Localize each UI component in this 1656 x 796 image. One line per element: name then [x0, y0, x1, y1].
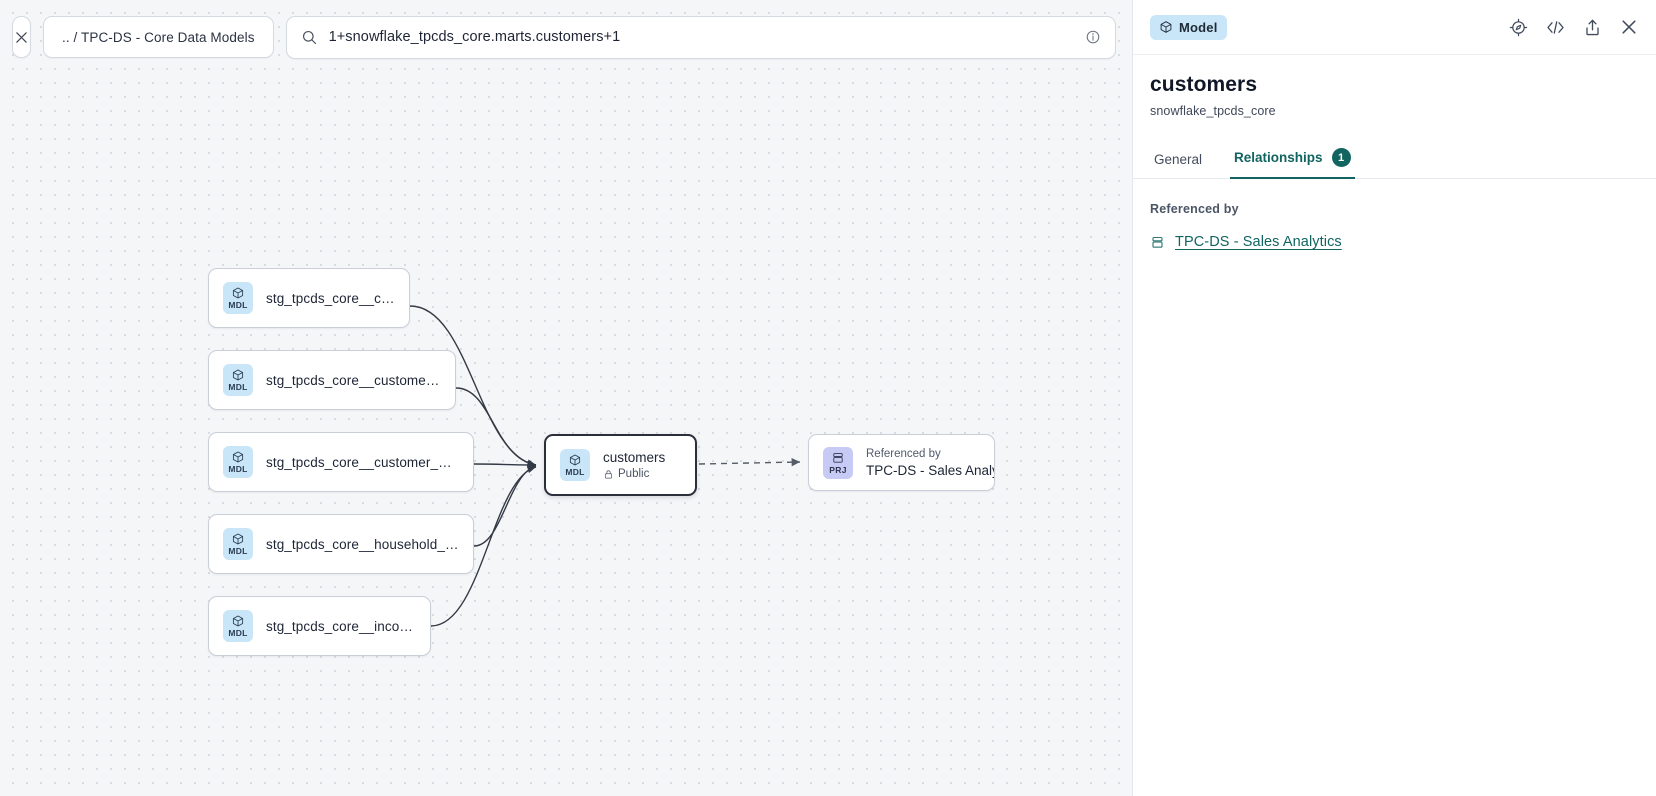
node-type-badge: MDL: [560, 449, 590, 481]
panel-action-buttons: [1509, 17, 1639, 37]
entity-header: customers snowflake_tpcds_core: [1133, 55, 1656, 118]
reference-link[interactable]: TPC-DS - Sales Analytics: [1175, 234, 1342, 250]
node-eyebrow: Referenced by: [866, 447, 941, 460]
tab-general[interactable]: General: [1150, 144, 1206, 179]
node-type-badge: MDL: [223, 364, 253, 396]
breadcrumb[interactable]: .. / TPC-DS - Core Data Models: [43, 16, 274, 58]
details-panel: Model: [1132, 0, 1656, 796]
node-type-code: MDL: [565, 467, 585, 477]
lineage-toolbar: .. / TPC-DS - Core Data Models: [0, 0, 1132, 74]
explore-icon: [1509, 18, 1528, 36]
cube-icon: [569, 454, 581, 466]
details-panel-header: Model: [1133, 0, 1656, 55]
graph-node-n2[interactable]: MDL stg_tpcds_core__customer_address: [208, 350, 456, 410]
reference-item[interactable]: TPC-DS - Sales Analytics: [1150, 234, 1639, 250]
tab-count-badge: 1: [1331, 148, 1351, 167]
node-type-code: MDL: [228, 464, 248, 474]
node-type-code: MDL: [228, 628, 248, 638]
lineage-edges: [409, 305, 801, 627]
view-code-button[interactable]: [1545, 18, 1566, 37]
entity-type-label: Model: [1179, 19, 1218, 35]
cube-icon: [232, 615, 244, 627]
close-icon: [1622, 20, 1636, 34]
graph-node-n3[interactable]: MDL stg_tpcds_core__customer_demogra...: [208, 432, 474, 492]
node-visibility-label: Public: [618, 468, 650, 480]
graph-node-n4[interactable]: MDL stg_tpcds_core__household_demogr...: [208, 514, 474, 574]
search-icon: [302, 30, 316, 44]
node-type-code: MDL: [228, 546, 248, 556]
graph-node-prj[interactable]: PRJ Referenced by TPC-DS - Sales Analytics: [808, 434, 995, 491]
node-label: stg_tpcds_core__customer_address: [266, 372, 441, 388]
close-panel-button[interactable]: [1619, 17, 1639, 37]
info-icon: [1086, 30, 1099, 44]
tab-label: General: [1154, 152, 1203, 167]
node-type-badge: PRJ: [823, 446, 853, 479]
cube-icon: [1160, 21, 1172, 33]
cube-icon: [232, 533, 244, 545]
close-lineage-button[interactable]: [12, 16, 31, 58]
entity-subtitle: snowflake_tpcds_core: [1150, 104, 1276, 118]
node-visibility: Public: [603, 468, 665, 480]
code-icon: [1547, 20, 1564, 34]
node-type-badge: MDL: [223, 610, 253, 642]
lineage-search-box[interactable]: [285, 15, 1116, 59]
tab-label: Relationships: [1234, 150, 1323, 165]
referenced-by-label: Referenced by: [1150, 202, 1239, 216]
node-type-code: PRJ: [829, 464, 847, 475]
cube-icon: [232, 287, 244, 299]
referenced-by-list: TPC-DS - Sales Analytics: [1150, 234, 1639, 250]
share-button[interactable]: [1583, 18, 1602, 37]
node-type-badge: MDL: [223, 528, 253, 560]
search-info-button[interactable]: [1085, 29, 1101, 45]
node-title: customers: [603, 450, 666, 465]
explore-button[interactable]: [1509, 18, 1528, 37]
search-input[interactable]: [328, 29, 1074, 45]
project-icon: [833, 452, 843, 463]
cube-icon: [232, 369, 244, 381]
lineage-canvas[interactable]: MDL stg_tpcds_core__customerMDL stg_tpcds_…: [0, 0, 1132, 796]
graph-node-n1[interactable]: MDL stg_tpcds_core__customer: [208, 268, 410, 328]
project-icon: [1152, 236, 1163, 248]
entity-type-badge: Model: [1150, 14, 1227, 40]
cube-icon: [232, 451, 244, 463]
tab-relationships[interactable]: Relationships 1: [1230, 140, 1355, 179]
node-type-badge: MDL: [223, 446, 253, 478]
node-type-code: MDL: [228, 382, 248, 392]
lock-icon: [604, 469, 613, 478]
node-type-badge: MDL: [223, 282, 253, 314]
panel-tabs: General Relationships 1: [1133, 140, 1656, 179]
node-text: Referenced by TPC-DS - Sales Analytics: [866, 447, 994, 478]
node-label: stg_tpcds_core__customer: [266, 290, 395, 306]
node-label: stg_tpcds_core__customer_demogra...: [266, 454, 459, 470]
node-label: stg_tpcds_core__income_band: [266, 618, 416, 634]
node-label: stg_tpcds_core__household_demogr...: [266, 536, 459, 552]
close-icon: [16, 31, 27, 43]
page-title: customers: [1150, 73, 1258, 96]
node-title: TPC-DS - Sales Analytics: [866, 462, 994, 478]
graph-node-n5[interactable]: MDL stg_tpcds_core__income_band: [208, 596, 431, 656]
panel-body: Referenced by TPC-DS - Sales Analytics: [1133, 179, 1656, 796]
share-icon: [1586, 19, 1599, 35]
node-type-code: MDL: [228, 300, 248, 310]
